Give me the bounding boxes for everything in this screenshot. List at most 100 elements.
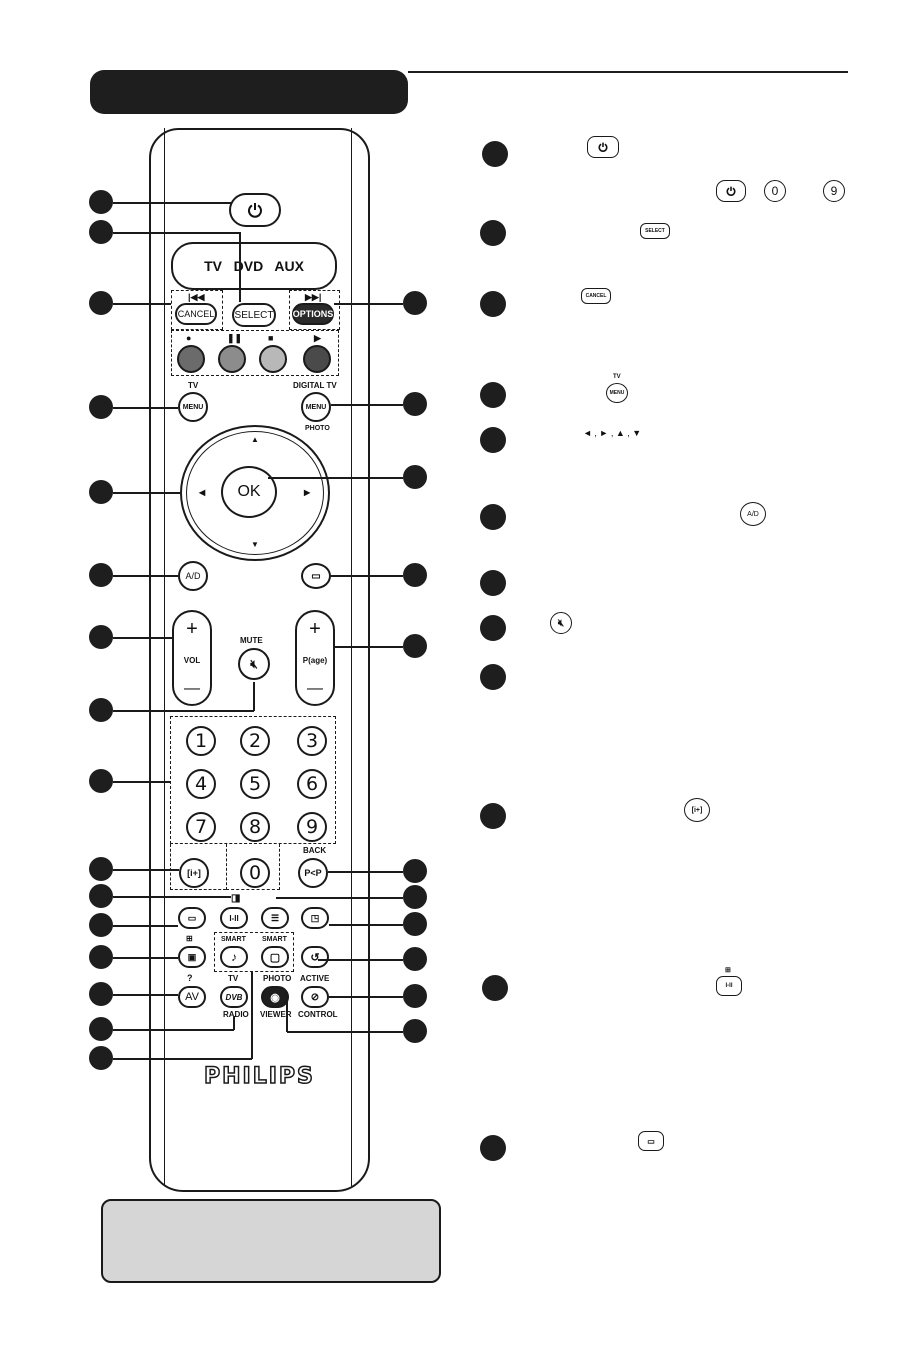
callout-right-1 (403, 291, 427, 315)
section-header-bar (90, 70, 408, 114)
control-caption: CONTROL (298, 1010, 338, 1019)
dvb-radio-button[interactable]: DVB (220, 986, 248, 1008)
digit-2-button[interactable]: 2 (240, 726, 270, 756)
legend-bullet-8 (480, 615, 506, 641)
digit-9-button[interactable]: 9 (297, 812, 327, 842)
callout-left-13 (89, 945, 113, 969)
vol-plus[interactable]: + (186, 618, 198, 640)
arrow-down-icon[interactable]: ▼ (251, 540, 259, 549)
callout-right-9 (403, 947, 427, 971)
radio-caption: RADIO (223, 1010, 249, 1019)
pp-button[interactable]: P<P (298, 858, 328, 888)
photo-viewer-button[interactable]: ◉ (261, 986, 289, 1008)
smart-picture-button[interactable]: ▢ (261, 946, 289, 968)
legend-ad-icon: A/D (740, 502, 766, 526)
legend-power-icon-2 (716, 180, 746, 202)
digit-label: 1 (194, 730, 208, 752)
digit-4-button[interactable]: 4 (186, 769, 216, 799)
photo-viewer-caption-top: PHOTO (263, 974, 292, 983)
guide-button[interactable]: ▭ (301, 563, 331, 589)
arrow-right-icon[interactable]: ▶ (304, 488, 311, 497)
active-control-icon: ⊘ (310, 991, 320, 1003)
leader (113, 575, 178, 577)
mute-button[interactable]: 🔇︎ (238, 648, 270, 680)
screen-icon: ▢ (269, 951, 281, 964)
dvb-label: DVB (225, 992, 243, 1002)
pause-icon: ❚❚ (227, 333, 243, 343)
av-button[interactable]: AV (178, 986, 206, 1008)
legend-info-icon: [i+] (684, 798, 710, 822)
surf-button[interactable]: ↺ (301, 946, 329, 968)
active-control-button[interactable]: ⊘ (301, 986, 329, 1008)
leader (113, 781, 170, 783)
digit-label: 4 (194, 773, 208, 795)
digit-7-button[interactable]: 7 (186, 812, 216, 842)
ad-button[interactable]: A/D (178, 561, 208, 591)
digit-1-button[interactable]: 1 (186, 726, 216, 756)
subtitle-button[interactable]: ▭ (178, 907, 206, 929)
zero-key-group (226, 844, 280, 890)
green-color-key[interactable] (218, 345, 246, 373)
digit-8-button[interactable]: 8 (240, 812, 270, 842)
blue-color-key[interactable] (303, 345, 331, 373)
leader (113, 303, 171, 305)
viewer-caption: VIEWER (260, 1010, 292, 1019)
book-icon: ▭ (311, 570, 321, 582)
camera-icon: ◉ (270, 991, 280, 1004)
leader (113, 994, 178, 996)
select-button[interactable]: SELECT (232, 303, 276, 327)
digit-label: 2 (248, 730, 262, 752)
arrow-left-icon[interactable]: ◀ (199, 488, 206, 497)
callout-left-6 (89, 563, 113, 587)
forward-group (289, 290, 340, 330)
ok-button[interactable]: OK (221, 466, 277, 518)
digit-0-button[interactable]: 0 (240, 858, 270, 888)
leader (113, 1029, 234, 1031)
yellow-color-key[interactable] (259, 345, 287, 373)
teletext-button[interactable]: ☰ (261, 907, 289, 929)
legend-bullet-3 (480, 291, 506, 317)
leader (113, 896, 231, 898)
leader (113, 492, 180, 494)
power-button[interactable] (229, 193, 281, 227)
dual-sound-button[interactable]: I-II (220, 907, 248, 929)
callout-left-9 (89, 769, 113, 793)
legend-dual-icon: I-II (716, 976, 742, 996)
leader (276, 897, 403, 899)
digit-3-button[interactable]: 3 (297, 726, 327, 756)
digit-6-button[interactable]: 6 (297, 769, 327, 799)
digit-5-button[interactable]: 5 (240, 769, 270, 799)
page-rocker[interactable]: + P(age) — (295, 610, 335, 706)
vol-minus[interactable]: — (184, 680, 200, 697)
cancel-button[interactable]: CANCEL (175, 303, 217, 325)
legend-menu-icon: MENU (606, 383, 628, 403)
arrow-up-icon[interactable]: ▲ (251, 435, 259, 444)
power-icon (248, 203, 262, 218)
legend-digit-0: 0 (764, 180, 786, 202)
digit-label: 3 (305, 730, 319, 752)
options-button[interactable]: OPTIONS (292, 303, 334, 325)
legend-digit-9: 9 (823, 180, 845, 202)
page-minus[interactable]: — (307, 680, 323, 697)
format-icon: ⊞ (186, 934, 193, 943)
legend-tv-caption: TV (613, 374, 621, 380)
pip-button[interactable]: ◳ (301, 907, 329, 929)
tv-menu-caption: TV (188, 381, 199, 390)
active-caption: ACTIVE (300, 974, 330, 983)
tv-menu-button[interactable]: MENU (178, 392, 208, 422)
digital-tv-menu-button[interactable]: MENU (301, 392, 331, 422)
info-button[interactable]: [i+] (179, 858, 209, 888)
smart-sound-button[interactable]: ♪ (220, 946, 248, 968)
callout-right-8 (403, 912, 427, 936)
callout-left-15 (89, 1017, 113, 1041)
volume-rocker[interactable]: + VOL — (172, 610, 212, 706)
tv-menu-label: MENU (182, 403, 204, 411)
legend-bullet-10 (480, 803, 506, 829)
digital-tv-caption: DIGITAL TV (293, 381, 337, 390)
vol-label: VOL (183, 656, 201, 665)
red-color-key[interactable] (177, 345, 205, 373)
legend-subtitle-icon: ▭ (638, 1131, 664, 1151)
source-select-tv-dvd-aux[interactable]: TV DVD AUX (171, 242, 337, 290)
format-button[interactable]: ▣ (178, 946, 206, 968)
page-plus[interactable]: + (309, 618, 321, 640)
